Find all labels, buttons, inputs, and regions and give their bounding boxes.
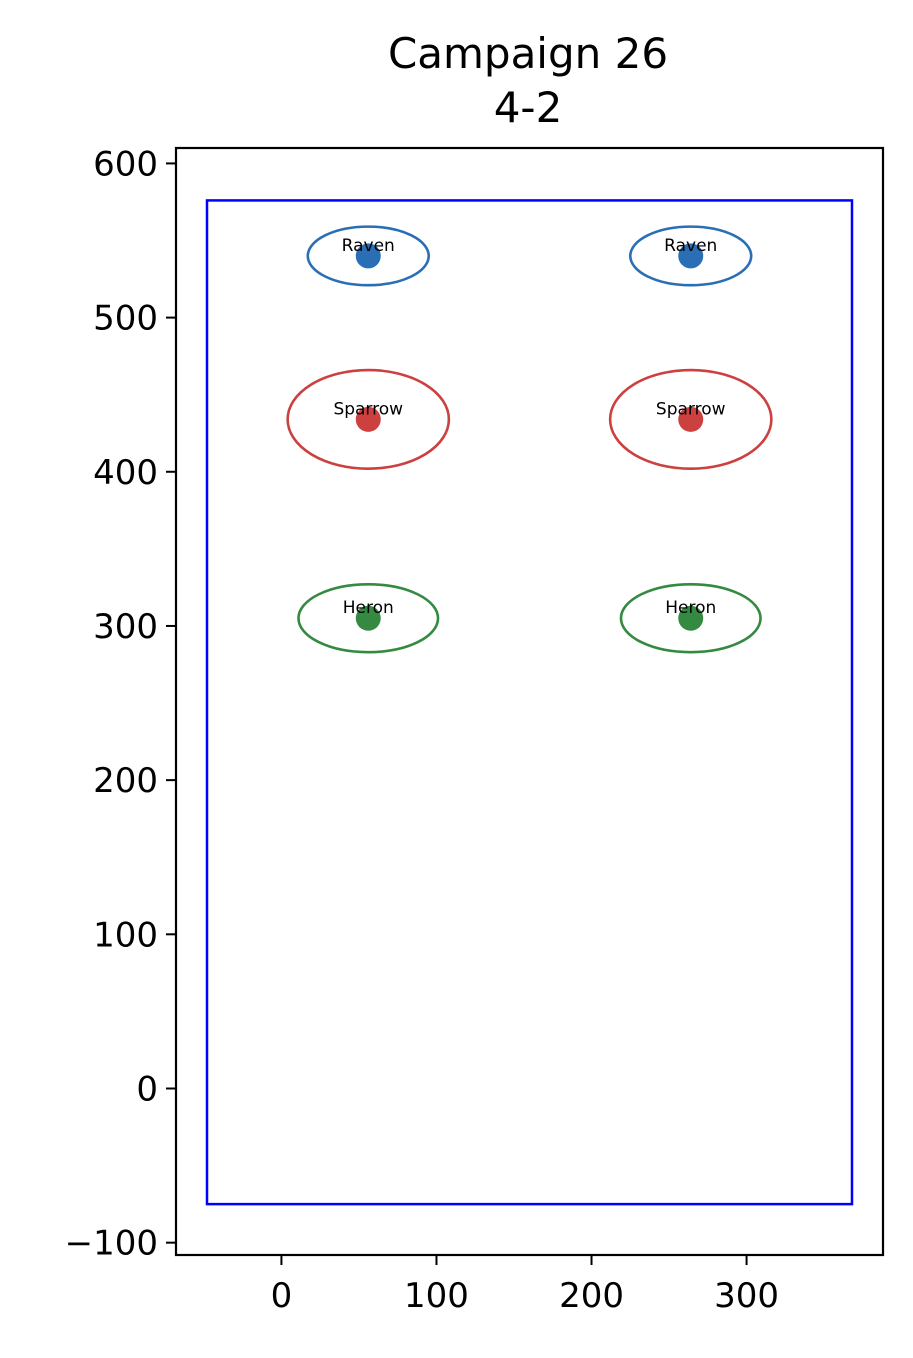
y-tick-label: 100 — [93, 915, 158, 955]
boundary-rectangle — [205, 199, 854, 1206]
point-label: Sparrow — [333, 399, 403, 419]
confidence-ellipse — [619, 583, 762, 654]
data-point — [678, 406, 704, 432]
x-tick-label: 300 — [714, 1276, 779, 1316]
axes-frame — [174, 146, 885, 1257]
data-point — [355, 406, 381, 432]
data-point — [355, 605, 381, 631]
y-tick-label: 400 — [93, 453, 158, 493]
point-label: Sparrow — [656, 399, 726, 419]
point-label: Heron — [343, 598, 394, 618]
data-point — [678, 605, 704, 631]
point-label: Heron — [665, 598, 716, 618]
point-label: Raven — [342, 236, 395, 256]
confidence-ellipse — [608, 368, 773, 470]
chart-title: Campaign 26 — [388, 29, 668, 78]
y-tick-label: −100 — [65, 1224, 158, 1264]
data-point — [355, 243, 381, 269]
x-axis: 0 100 200 300 — [271, 1255, 779, 1316]
confidence-ellipse — [306, 225, 431, 287]
x-tick-label: 100 — [404, 1276, 469, 1316]
x-tick-label: 200 — [559, 1276, 624, 1316]
confidence-ellipse — [286, 368, 451, 470]
confidence-ellipse — [628, 225, 753, 287]
confidence-ellipse — [297, 583, 440, 654]
x-tick-label: 0 — [271, 1276, 293, 1316]
y-tick-label: 0 — [136, 1069, 158, 1109]
chart-subtitle: 4-2 — [494, 83, 563, 132]
point-label: Raven — [664, 236, 717, 256]
y-tick-label: 300 — [93, 607, 158, 647]
y-tick-label: 600 — [93, 144, 158, 184]
data-point — [678, 243, 704, 269]
y-axis: −100 0 100 200 300 400 500 600 — [65, 144, 176, 1264]
y-tick-label: 200 — [93, 761, 158, 801]
y-tick-label: 500 — [93, 299, 158, 339]
